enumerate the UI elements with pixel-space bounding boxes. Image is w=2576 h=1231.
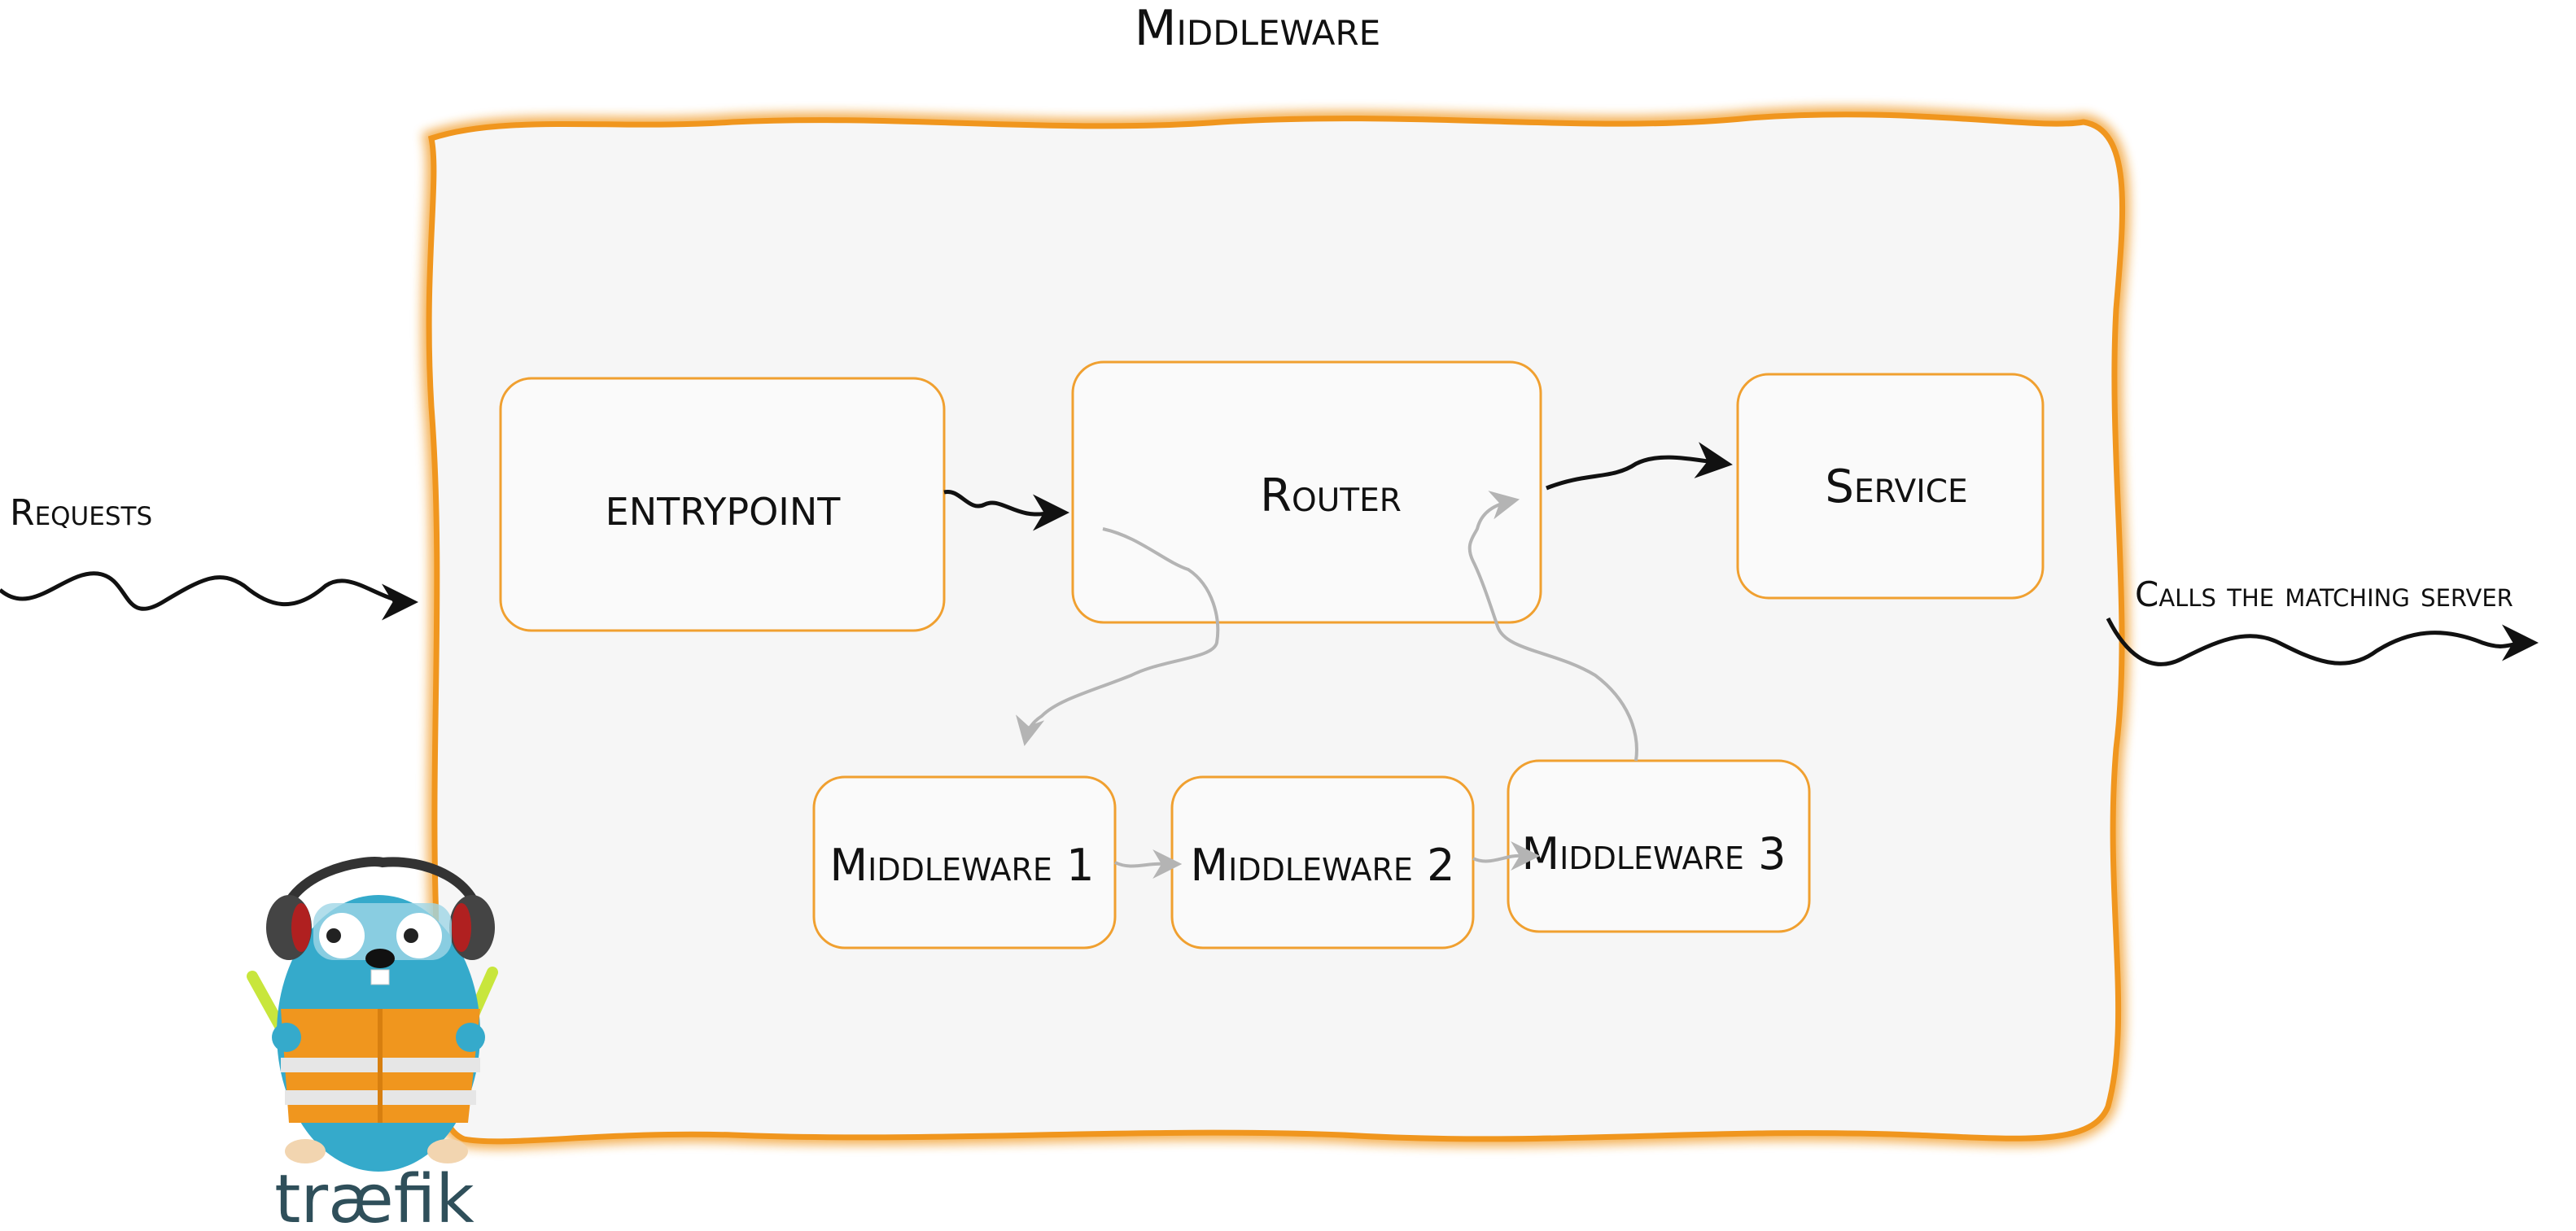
entrypoint-label: ENTRYPOINT bbox=[606, 490, 842, 534]
middleware-1-box: Middleware 1 bbox=[812, 775, 1117, 949]
diagram-title: Middleware bbox=[1135, 0, 1380, 57]
middleware-1-to-2-arrow bbox=[1114, 849, 1183, 879]
router-box: Router bbox=[1071, 360, 1542, 624]
router-to-middleware-1-arrow bbox=[1016, 527, 1220, 747]
service-label: Service bbox=[1825, 461, 1967, 513]
entrypoint-to-router-arrow bbox=[943, 490, 1069, 531]
service-box: Service bbox=[1736, 373, 2045, 600]
requests-arrow bbox=[0, 571, 418, 621]
entrypoint-box: ENTRYPOINT bbox=[499, 377, 946, 632]
requests-label: Requests bbox=[10, 492, 152, 534]
middleware-1-label: Middleware 1 bbox=[830, 840, 1095, 891]
middleware-3-label: Middleware 3 bbox=[1522, 828, 1787, 880]
middleware-2-to-3-arrow bbox=[1472, 841, 1541, 871]
middleware-3-box: Middleware 3 bbox=[1507, 759, 1811, 933]
middleware-2-box: Middleware 2 bbox=[1170, 775, 1475, 949]
router-label: Router bbox=[1260, 469, 1402, 522]
traefik-gopher-mascot-icon bbox=[247, 857, 498, 1172]
calls-arrow bbox=[2106, 617, 2539, 666]
calls-label: Calls the matching server bbox=[2135, 574, 2513, 614]
middleware-2-label: Middleware 2 bbox=[1191, 840, 1455, 891]
router-to-service-arrow bbox=[1546, 442, 1733, 491]
traefik-logo-text: træfik bbox=[274, 1161, 475, 1231]
middleware-3-to-router-arrow bbox=[1467, 491, 1638, 762]
